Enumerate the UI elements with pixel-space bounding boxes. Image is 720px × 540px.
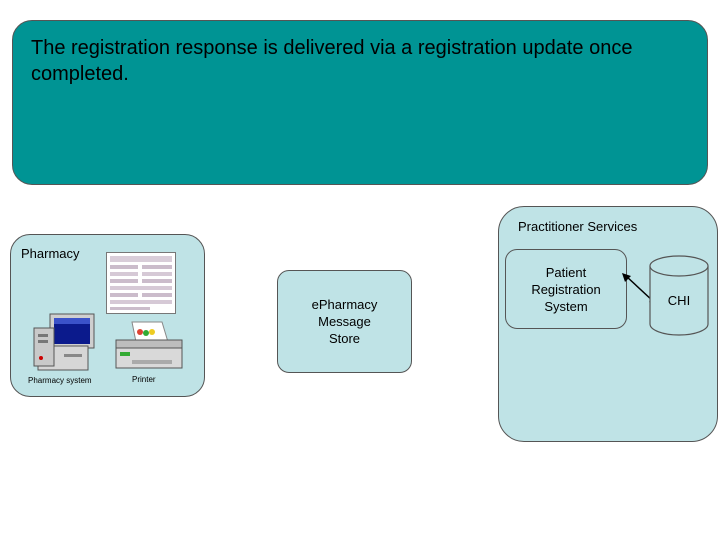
printer-caption: Printer — [132, 375, 156, 384]
chi-label: CHI — [667, 293, 691, 308]
epharmacy-message-store-box: ePharmacy Message Store — [277, 270, 412, 373]
pharmacy-label: Pharmacy — [21, 246, 80, 261]
printer-icon — [115, 321, 183, 369]
banner-text: The registration response is delivered v… — [31, 37, 633, 85]
patient-registration-system-label: Patient Registration System — [531, 264, 601, 314]
pharmacy-computer-icon — [33, 313, 95, 371]
pharmacy-system-caption: Pharmacy system — [28, 376, 92, 385]
info-banner: The registration response is delivered v… — [12, 20, 708, 185]
chi-database-icon — [649, 255, 709, 336]
patient-registration-system-box: Patient Registration System — [505, 249, 627, 329]
practitioner-services-label: Practitioner Services — [518, 219, 638, 234]
prescription-form-icon — [106, 252, 176, 314]
epharmacy-message-store-label: ePharmacy Message Store — [311, 297, 378, 346]
